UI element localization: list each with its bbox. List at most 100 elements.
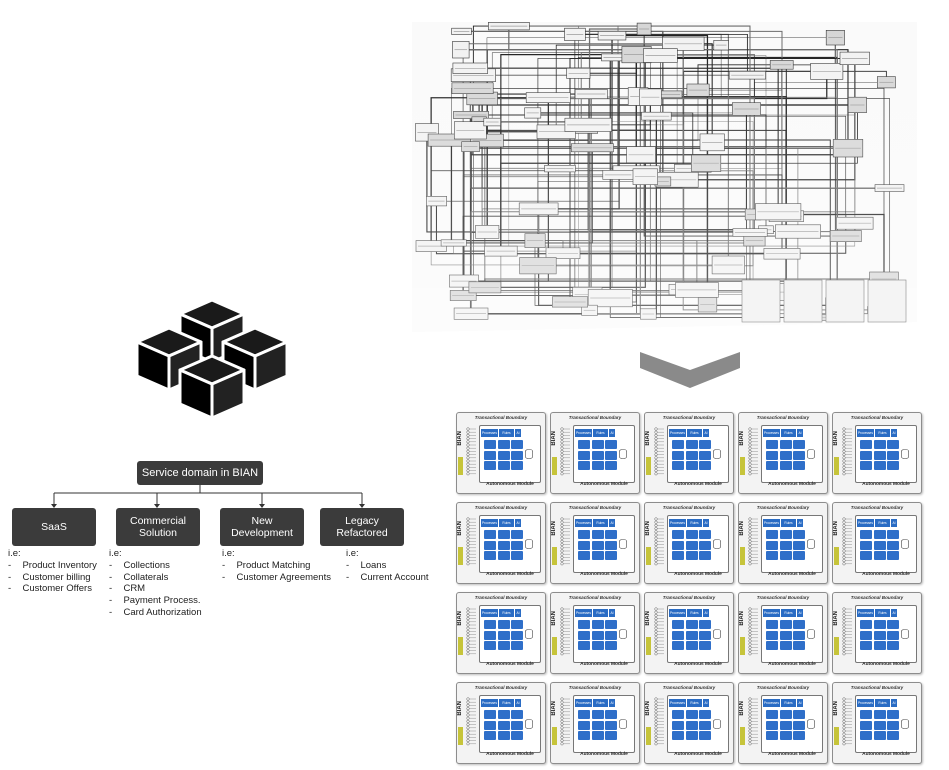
module-cell xyxy=(873,710,886,719)
module-tab: Rules xyxy=(593,699,608,707)
autonomous-module-label: Autonomous Module xyxy=(862,662,910,667)
module-cell xyxy=(699,440,711,449)
module-cell xyxy=(605,641,617,650)
module-tab: Rules xyxy=(687,429,702,437)
module-cell xyxy=(873,530,886,539)
database-icon xyxy=(525,449,533,459)
bian-label: BIAN xyxy=(457,521,463,536)
module-cell xyxy=(766,540,778,550)
module-tab: Processes xyxy=(857,519,874,527)
module-tab: AI xyxy=(703,519,709,527)
bian-label: BIAN xyxy=(645,701,651,716)
module-cell xyxy=(591,551,604,560)
module-cell xyxy=(484,530,496,539)
module-tab: Processes xyxy=(669,699,686,707)
module-cell xyxy=(605,620,617,629)
bian-label: BIAN xyxy=(833,431,839,446)
database-icon xyxy=(901,719,909,729)
list-item: CRM xyxy=(109,583,202,595)
database-icon xyxy=(525,539,533,549)
module-cells xyxy=(484,710,523,740)
category-commercial-title-line2: Solution xyxy=(139,527,177,539)
module-cell xyxy=(887,530,899,539)
module-cell xyxy=(793,540,805,550)
module-tab: Processes xyxy=(669,609,686,617)
module-cell xyxy=(766,731,778,740)
bian-bar xyxy=(646,601,651,659)
connector-coils-icon xyxy=(560,607,570,656)
module-tab: Rules xyxy=(875,609,890,617)
bian-bar xyxy=(458,511,463,569)
module-cell xyxy=(578,641,590,650)
module-cell xyxy=(484,731,496,740)
module-tab: AI xyxy=(609,429,615,437)
module-cell xyxy=(779,540,792,550)
module-cell xyxy=(578,630,590,640)
module-cell xyxy=(766,440,778,449)
module-cell xyxy=(578,540,590,550)
module-cell xyxy=(578,710,590,719)
module-tab: AI xyxy=(609,699,615,707)
autonomous-module-label: Autonomous Module xyxy=(674,482,722,487)
module-cell xyxy=(685,720,698,730)
bian-label: BIAN xyxy=(739,701,745,716)
module-cell xyxy=(605,530,617,539)
legacy-examples: i.e: Loans Current Account xyxy=(346,548,429,583)
module-cell xyxy=(685,461,698,470)
transactional-boundary-label: Transactional Boundary xyxy=(568,595,622,600)
module-cell xyxy=(685,450,698,460)
module-cell xyxy=(860,710,872,719)
autonomous-module-label: Autonomous Module xyxy=(580,752,628,757)
database-icon xyxy=(619,449,627,459)
module-cell xyxy=(793,461,805,470)
module-cells xyxy=(860,440,899,470)
module-cell xyxy=(699,720,711,730)
module-cell xyxy=(591,620,604,629)
module-cell xyxy=(873,440,886,449)
list-item: Product Matching xyxy=(222,560,331,572)
module-tab: AI xyxy=(703,429,709,437)
module-cells xyxy=(578,620,617,650)
module-cell xyxy=(793,720,805,730)
module-cell xyxy=(860,551,872,560)
list-item: Collaterals xyxy=(109,572,202,584)
module-cell xyxy=(793,710,805,719)
module-cell xyxy=(578,620,590,629)
connector-coils-icon xyxy=(560,697,570,746)
module-cell xyxy=(887,440,899,449)
module-cell xyxy=(591,720,604,730)
module-cell xyxy=(766,630,778,640)
module-cell xyxy=(484,551,496,560)
module-tab: AI xyxy=(891,429,897,437)
connector-coils-icon xyxy=(654,427,664,476)
module-cell xyxy=(578,461,590,470)
module-cell xyxy=(672,630,684,640)
module-cell xyxy=(766,530,778,539)
module-cells xyxy=(672,620,711,650)
module-cell xyxy=(591,450,604,460)
module-cell xyxy=(793,731,805,740)
connector-coils-icon xyxy=(654,607,664,656)
module-tab: Rules xyxy=(499,699,514,707)
module-cell xyxy=(484,440,496,449)
bian-bar xyxy=(552,601,557,659)
module-cells xyxy=(578,530,617,560)
module-cell xyxy=(793,620,805,629)
module-tab: Rules xyxy=(593,429,608,437)
module-tab: Rules xyxy=(875,429,890,437)
module-cell xyxy=(497,530,510,539)
module-tab: Rules xyxy=(499,609,514,617)
module-cell xyxy=(672,461,684,470)
module-cell xyxy=(860,440,872,449)
transactional-boundary-label: Transactional Boundary xyxy=(756,685,810,690)
transactional-boundary-label: Transactional Boundary xyxy=(474,415,528,420)
module-cell xyxy=(685,530,698,539)
module-cell xyxy=(793,530,805,539)
module-cell xyxy=(699,450,711,460)
